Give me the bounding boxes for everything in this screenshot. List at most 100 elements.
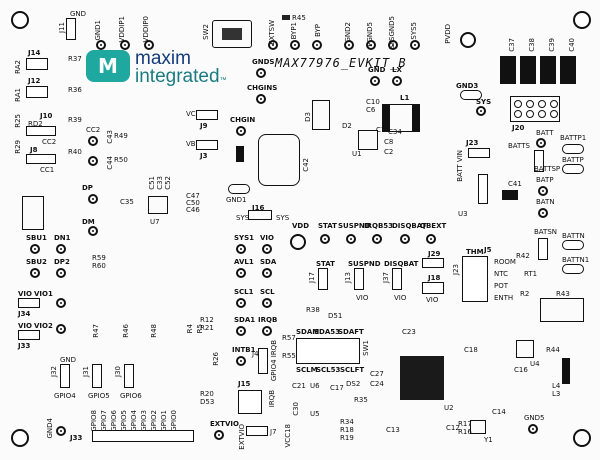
header-j4[interactable] (258, 348, 268, 374)
testpoint-vio2[interactable] (56, 324, 66, 334)
testpoint-byp[interactable] (312, 40, 322, 50)
header-j30[interactable] (124, 364, 134, 388)
testpoint-extvio[interactable] (214, 430, 224, 440)
testpoint-sysgnd5[interactable] (388, 40, 398, 50)
header-j8[interactable] (26, 154, 56, 164)
header-j18[interactable] (422, 282, 444, 294)
switch-sw2[interactable] (212, 20, 252, 48)
testpoint-avl1[interactable] (236, 268, 246, 278)
testpoint-batp[interactable] (538, 186, 548, 196)
header-j31[interactable] (92, 364, 102, 388)
header-j34-left[interactable] (18, 298, 40, 308)
testpoint-sda1[interactable] (236, 326, 246, 336)
header-battsp[interactable] (534, 150, 544, 172)
label-c43: C43 (106, 130, 114, 144)
header-j7[interactable] (246, 426, 268, 436)
header-j23[interactable] (468, 148, 490, 158)
label-sys1b: SYS1 (234, 234, 255, 242)
testpoint-scl1[interactable] (236, 298, 246, 308)
header-battn[interactable] (562, 240, 584, 250)
label-c52: C52 (164, 176, 172, 190)
label-r34: R34 (340, 418, 354, 426)
header-j32[interactable] (60, 364, 70, 388)
label-byp1: BYP1 (290, 22, 298, 40)
label-pgnd5: PGND5 (366, 22, 374, 47)
testpoint-vdd[interactable] (290, 234, 306, 250)
testpoint-gnds[interactable] (256, 68, 266, 78)
header-j12[interactable] (26, 86, 48, 98)
testpoint-batt[interactable] (536, 138, 546, 148)
testpoint-chgins[interactable] (256, 94, 266, 104)
testpoint-dn1[interactable] (56, 244, 66, 254)
testpoint-sys[interactable] (476, 106, 486, 116)
testpoint-sys1[interactable] (236, 244, 246, 254)
header-battp[interactable] (562, 164, 584, 174)
switch-sw1[interactable] (296, 338, 360, 364)
label-j10: J10 (40, 112, 53, 120)
testpoint-dm[interactable] (88, 226, 98, 236)
testpoint-dp2[interactable] (56, 268, 66, 278)
testpoint-dp[interactable] (88, 194, 98, 204)
testpoint-pvdd[interactable] (460, 32, 476, 48)
header-j14[interactable] (26, 58, 48, 70)
header-j10[interactable] (26, 126, 56, 136)
header-battn1[interactable] (562, 264, 584, 274)
header-j37[interactable] (392, 268, 402, 290)
testpoint-qbext[interactable] (426, 234, 436, 244)
header-j3[interactable] (196, 140, 218, 150)
header-j9[interactable] (196, 110, 218, 120)
testpoint-vddip0[interactable] (144, 40, 154, 50)
label-l3: L3 (552, 390, 561, 398)
testpoint-disqbat[interactable] (400, 234, 410, 244)
header-j5[interactable] (462, 256, 488, 302)
usb-connector[interactable] (22, 196, 44, 230)
testpoint-sda[interactable] (262, 268, 272, 278)
testpoint-gnd5[interactable] (528, 424, 538, 434)
header-j11[interactable] (66, 18, 76, 40)
header-batsn[interactable] (538, 238, 548, 260)
testpoint-irqb53[interactable] (372, 234, 382, 244)
testpoint-intb1[interactable] (236, 356, 246, 366)
testpoint-cc1[interactable] (88, 156, 98, 166)
label-c39: C39 (548, 38, 556, 52)
testpoint-lx[interactable] (392, 76, 402, 86)
testpoint-sbu2[interactable] (30, 268, 40, 278)
testpoint-vddip1[interactable] (120, 40, 130, 50)
testpoint-vio[interactable] (262, 244, 272, 254)
testpoint-byp1[interactable] (290, 40, 300, 50)
testpoint-gnd2[interactable] (344, 40, 354, 50)
testpoint-sys5[interactable] (410, 40, 420, 50)
header-j15[interactable] (238, 390, 262, 414)
header-j29[interactable] (422, 258, 444, 268)
testpoint-extsw[interactable] (268, 40, 278, 50)
testpoint-pgnd5[interactable] (366, 40, 376, 50)
header-j33-gpio[interactable] (92, 430, 194, 442)
testpoint-gnd4[interactable] (56, 426, 66, 436)
testpoint-irqb[interactable] (262, 326, 272, 336)
testpoint-chgin[interactable] (236, 126, 246, 136)
header-j17[interactable] (318, 268, 328, 290)
testpoint-sbu1[interactable] (30, 244, 40, 254)
testpoint-scl[interactable] (262, 298, 272, 308)
testpoint-stat[interactable] (320, 234, 330, 244)
logo-text-maxim: maxim (135, 48, 191, 69)
header-j34-right[interactable] (478, 174, 488, 204)
label-d2: D2 (342, 122, 352, 130)
header-j13[interactable] (354, 268, 364, 290)
header-battp1[interactable] (562, 144, 584, 154)
label-ntc: NTC (494, 270, 508, 278)
header-gnd3[interactable] (460, 90, 482, 100)
header-gnd1[interactable] (228, 184, 250, 194)
header-j16[interactable] (248, 210, 272, 220)
header-j33-left[interactable] (18, 330, 40, 340)
label-j16: J16 (252, 204, 265, 212)
label-sbu1: SBU1 (26, 234, 47, 242)
testpoint-gnd-mid[interactable] (370, 76, 380, 86)
capacitor-c38 (520, 56, 536, 84)
testpoint-batn[interactable] (538, 208, 548, 218)
testpoint-gnd1[interactable] (96, 40, 106, 50)
capacitor-c41 (502, 190, 518, 200)
testpoint-vio1[interactable] (56, 298, 66, 308)
testpoint-suspnd[interactable] (346, 234, 356, 244)
testpoint-cc2[interactable] (88, 136, 98, 146)
